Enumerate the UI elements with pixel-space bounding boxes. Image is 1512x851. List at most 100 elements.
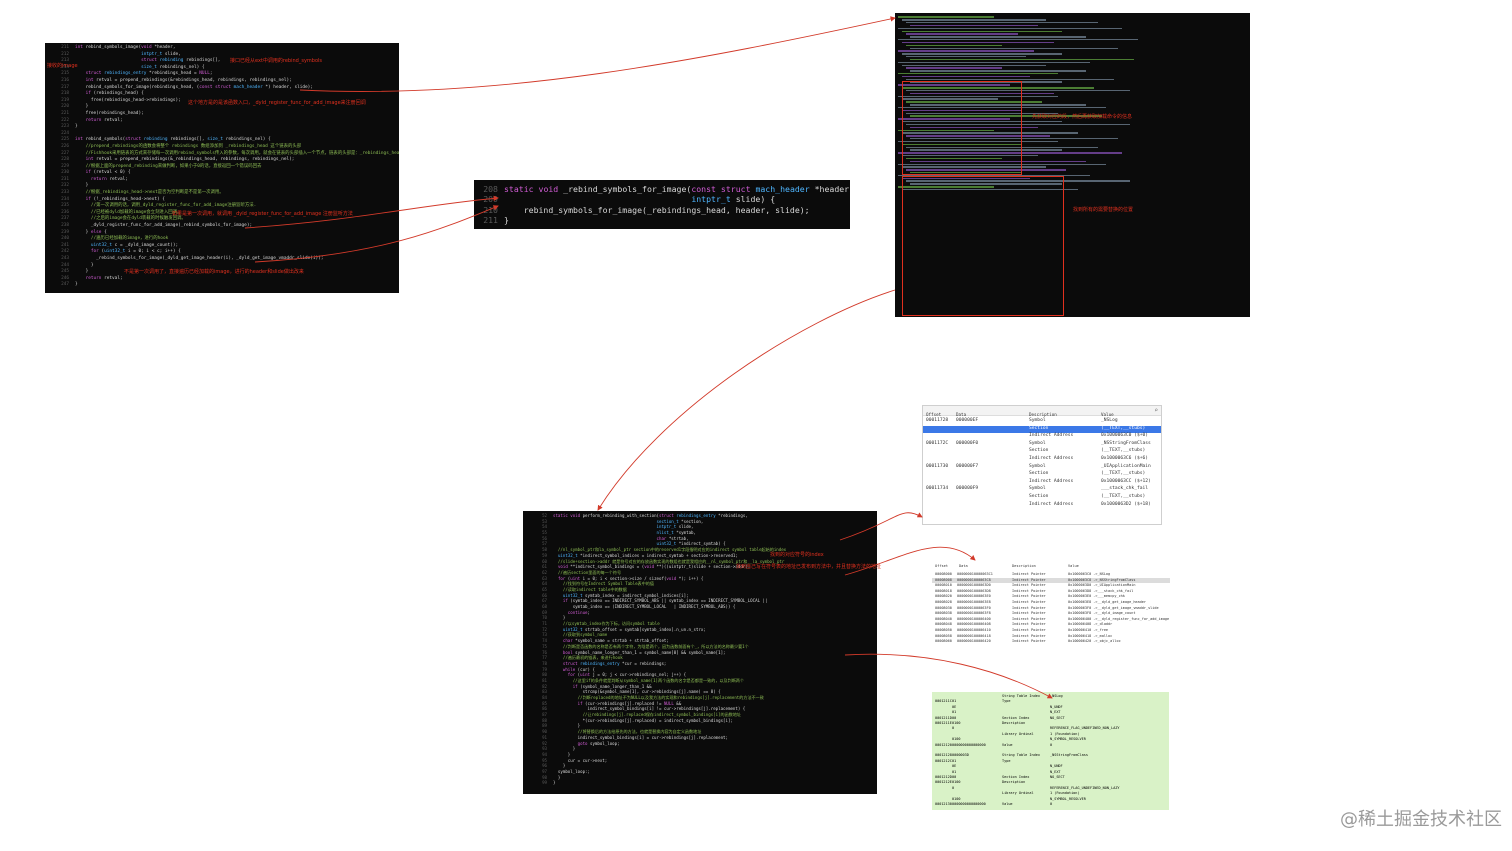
code-line: 62 //遍历section里面的每一个符号: [525, 570, 786, 576]
line-text: }: [553, 751, 571, 757]
table-cell: String Table Index: [1002, 694, 1040, 698]
annotation-note: 找到所有的需要替换的位置: [1073, 207, 1134, 213]
code-line: 67 if (symtab_index == INDIRECT_SYMBOL_A…: [525, 598, 786, 604]
column-header[interactable]: Value: [1101, 412, 1114, 417]
code-line-placeholder: [902, 155, 1038, 157]
table-cell: 00008018: [935, 588, 952, 593]
line-text: indirect_symbol_bindings[i] != cur->rebi…: [553, 706, 746, 712]
line-number: 58: [542, 547, 547, 553]
search-icon[interactable]: ⌕: [1154, 407, 1158, 414]
code-line: 77 //遍历最初的链表，来进行hook: [525, 655, 786, 661]
line-text: //遍历section里面的每一个符号: [553, 569, 622, 575]
column-header[interactable]: Offset: [926, 412, 942, 417]
column-header[interactable]: Data: [956, 412, 967, 417]
table-row[interactable]: Section(__TEXT,__stubs): [923, 494, 1161, 502]
table-row[interactable]: Section(__TEXT,__stubs): [923, 425, 1161, 434]
table-row[interactable]: Section(__TEXT,__stubs): [923, 471, 1161, 479]
code-line-placeholder: [898, 186, 994, 188]
line-number: 97: [542, 768, 547, 774]
line-text: //判断replaced的地址不为NULL以及我方法的实现和rebindings…: [553, 695, 764, 700]
code-line: 234 if (!_rebindings_head->next) {: [47, 197, 399, 204]
table-header: Offset Data Description Value: [923, 412, 1161, 418]
line-number: 243: [61, 256, 69, 261]
table-cell: 0x1000063C8 ->_NSStringFromClass: [1068, 577, 1136, 582]
line-text: //nl_symbol_ptr和la_symbol_ptr section中的r…: [553, 547, 787, 553]
column-header[interactable]: Data: [959, 564, 968, 568]
table-cell: 000000F0: [956, 440, 979, 446]
table-cell: Symbol: [1029, 440, 1046, 446]
line-number: 222: [61, 117, 69, 123]
annotation-note: 不是第一次调用了，直接遍历已经加载的image，进行的header和slide做…: [124, 269, 304, 275]
line-text: symtab_index == (INDIRECT_SYMBOL_LOCAL |…: [553, 604, 736, 609]
code-line-placeholder: [902, 109, 1022, 112]
column-header[interactable]: Offset: [935, 564, 948, 568]
line-number: 229: [61, 163, 69, 169]
table-header: Offset Data Description Value: [932, 564, 1170, 570]
line-text: //让rebindings[j].replaced保存indirect_symb…: [553, 712, 742, 718]
table-cell: 0000000000000000: [952, 742, 986, 747]
line-number: 57: [542, 541, 547, 547]
highlight-box: [902, 176, 1064, 316]
line-text: _dyld_register_func_for_add_image(_rebin…: [75, 223, 253, 229]
code-line: 223}: [47, 124, 399, 131]
table-cell: 00012120: [935, 742, 952, 747]
code-line-placeholder: [906, 89, 1130, 92]
column-header[interactable]: Description: [1012, 564, 1036, 568]
line-number: 74: [542, 638, 547, 644]
table-cell: Indirect Pointer: [1012, 588, 1046, 593]
table-row[interactable]: Section(__TEXT,__stubs): [923, 448, 1161, 456]
table-toolbar: [923, 406, 1161, 416]
table-cell: 000000F9: [956, 486, 979, 492]
column-header[interactable]: Description: [1029, 412, 1057, 417]
line-text: }: [75, 262, 94, 268]
column-header[interactable]: Value: [1068, 564, 1079, 568]
table-cell: 0x1000063E0 ->___memcpy_chk: [1068, 594, 1125, 599]
line-number: 69: [542, 609, 547, 615]
line-text: _rebind_symbols_for_image(_dyld_get_imag…: [75, 256, 324, 261]
line-text: //prepend_rebindings的函数会将整个 rebindings 数…: [75, 143, 302, 149]
table-row[interactable]: String Table Index_NSLog: [932, 694, 1169, 699]
code-line: 71 //以symtab_index作为下标，访问symbol table: [525, 621, 786, 627]
